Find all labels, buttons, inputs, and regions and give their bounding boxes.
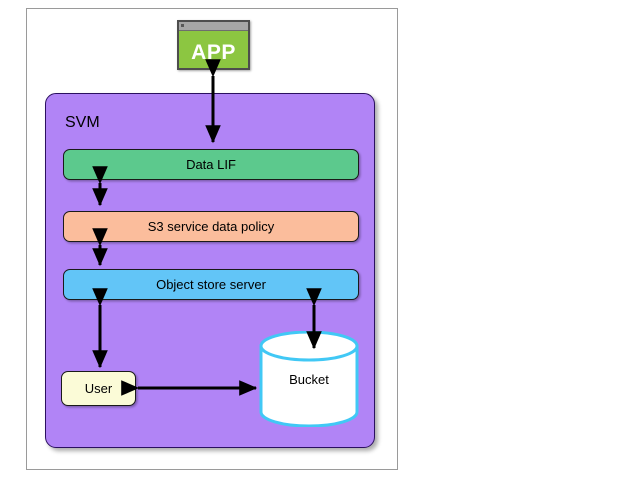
s3-service-data-policy-label: S3 service data policy xyxy=(147,219,275,234)
s3-service-data-policy-box[interactable]: S3 service data policy xyxy=(63,211,359,242)
top-clipped-text xyxy=(30,0,590,4)
app-window-body: APP xyxy=(179,31,248,68)
app-window-titlebar xyxy=(179,22,248,31)
window-dot-icon xyxy=(181,24,184,27)
user-box[interactable]: User xyxy=(61,371,136,406)
user-label: User xyxy=(84,381,113,396)
app-window[interactable]: APP xyxy=(177,20,250,70)
data-lif-label: Data LIF xyxy=(186,157,236,172)
object-store-server-label: Object store server xyxy=(156,277,266,292)
bucket-shape-icon xyxy=(259,331,359,427)
bucket-cylinder[interactable]: Bucket xyxy=(259,331,359,427)
data-lif-box[interactable]: Data LIF xyxy=(63,149,359,180)
svm-label: SVM xyxy=(65,114,100,131)
object-store-server-box[interactable]: Object store server xyxy=(63,269,359,300)
app-label: APP xyxy=(191,41,236,64)
svm-container[interactable]: SVM Data LIF S3 service data policy Obje… xyxy=(45,93,375,448)
